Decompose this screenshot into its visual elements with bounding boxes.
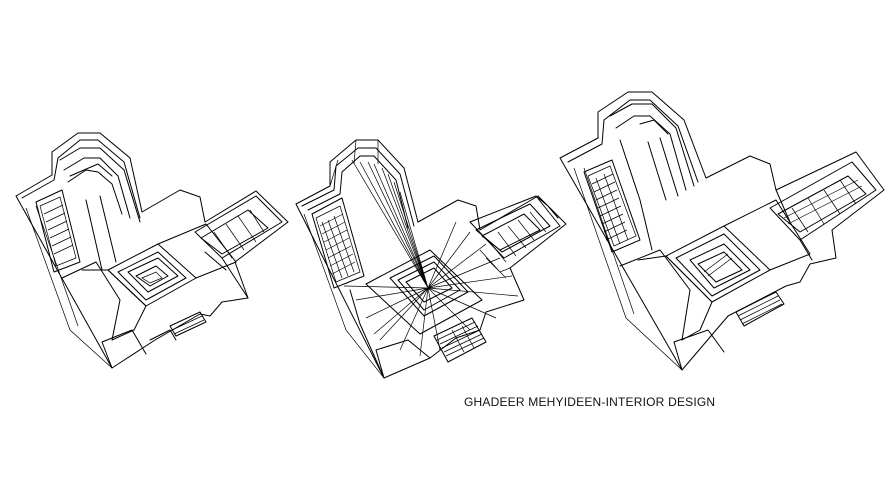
- wireframe-model-left: [15, 132, 289, 369]
- wireframe-model-right: [559, 91, 885, 371]
- wireframe-model-center: [295, 139, 567, 379]
- drawing-caption: GHADEER MEHYIDEEN-INTERIOR DESIGN: [464, 395, 716, 409]
